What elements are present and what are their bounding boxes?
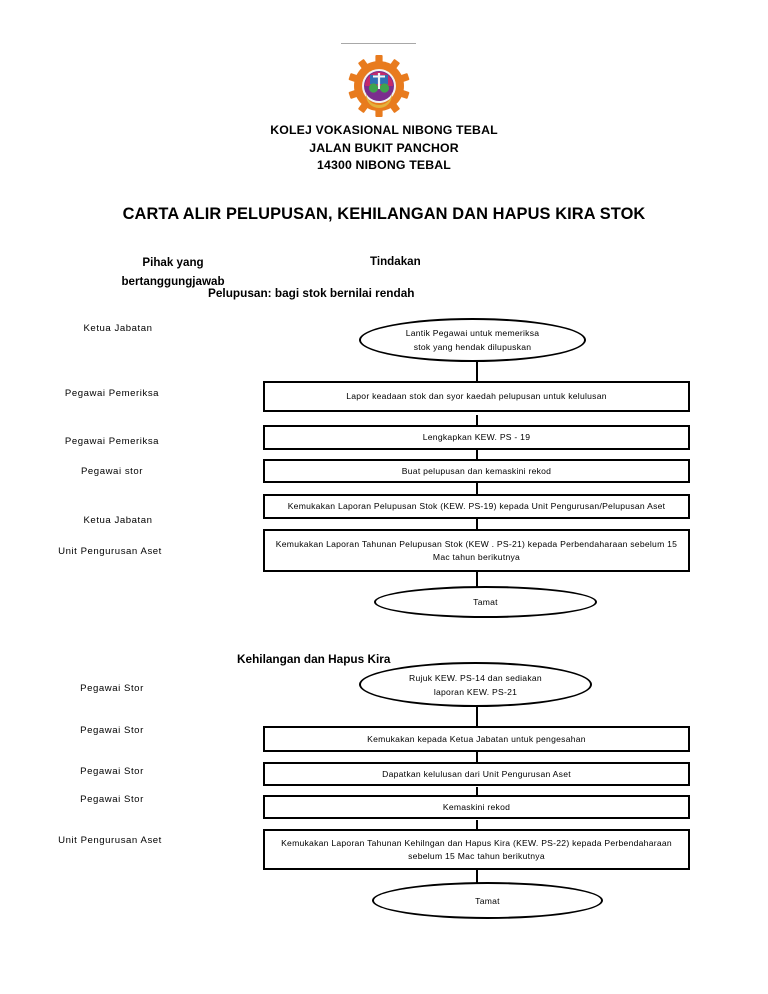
connector-s2-4 <box>476 820 479 834</box>
role-label-s2-2: Pegawai Stor <box>80 766 144 777</box>
gear-emblem-logo-icon <box>340 55 418 117</box>
flow-text-line2: stok yang hendak dilupuskan <box>413 342 532 352</box>
flow-step-s1-4: Kemukakan Laporan Pelupusan Stok (KEW. P… <box>263 494 690 519</box>
flow-step-s1-5: Kemukakan Laporan Tahunan Pelupusan Stok… <box>263 529 690 572</box>
role-label-s1-1: Pegawai Pemeriksa <box>64 388 160 399</box>
org-name: KOLEJ VOKASIONAL NIBONG TEBAL <box>270 123 498 137</box>
connector-s1-4 <box>476 481 479 496</box>
flow-text-line1: Kemukakan Laporan Tahunan Kehilngan dan … <box>281 838 672 848</box>
organization-header: KOLEJ VOKASIONAL NIBONG TEBAL JALAN BUKI… <box>0 122 768 175</box>
flow-start-s1: Lantik Pegawai untuk memeriksa stok yang… <box>359 318 586 362</box>
flow-text: Tamat <box>475 895 500 906</box>
role-label-s1-2: Pegawai Pemeriksa <box>64 436 160 447</box>
section-label-kehilangan: Kehilangan dan Hapus Kira <box>237 652 391 666</box>
role-label-s2-4: Unit Pengurusan Aset <box>58 835 162 846</box>
flow-step-s2-1: Kemukakan kepada Ketua Jabatan untuk pen… <box>263 726 690 752</box>
column-heading-action: Tindakan <box>370 255 421 268</box>
connector-s2-1 <box>476 705 479 727</box>
connector-s2-2 <box>476 752 479 767</box>
flow-text: Lapor keadaan stok dan syor kaedah pelup… <box>346 391 607 402</box>
flow-text-line1: Kemukakan Laporan Tahunan Pelupusan Stok… <box>275 539 678 549</box>
flow-text: Kemukakan kepada Ketua Jabatan untuk pen… <box>367 733 586 744</box>
flow-text: Buat pelupusan dan kemaskini rekod <box>401 465 552 476</box>
role-label-s2-3: Pegawai Stor <box>80 794 144 805</box>
role-label-s1-3: Pegawai stor <box>80 466 144 477</box>
connector-s1-5 <box>476 516 479 531</box>
connector-s2-5 <box>476 868 479 886</box>
connector-s1-1 <box>476 360 479 385</box>
flow-text-line1: Rujuk KEW. PS-14 dan sediakan <box>409 672 542 683</box>
role-label-s1-4: Ketua Jabatan <box>83 515 153 526</box>
role-label-s2-0: Pegawai Stor <box>80 683 144 694</box>
column-heading-line1: Pihak yang <box>142 256 204 269</box>
org-address: JALAN BUKIT PANCHOR <box>309 140 459 155</box>
flow-text: Dapatkan kelulusan dari Unit Pengurusan … <box>382 768 571 779</box>
header-divider-rule <box>341 43 416 44</box>
flow-end-s1: Tamat <box>374 586 597 618</box>
flow-step-s2-2: Dapatkan kelulusan dari Unit Pengurusan … <box>263 762 690 786</box>
role-label-s1-5: Unit Pengurusan Aset <box>58 546 162 557</box>
flow-text: Tamat <box>473 597 498 607</box>
role-label-s2-1: Pegawai Stor <box>80 725 144 736</box>
flow-step-s1-2: Lengkapkan KEW. PS - 19 <box>263 425 690 450</box>
flow-text: Lengkapkan KEW. PS - 19 <box>422 432 531 443</box>
flow-text: Kemaskini rekod <box>442 801 511 812</box>
flow-step-s1-3: Buat pelupusan dan kemaskini rekod <box>263 459 690 483</box>
connector-s1-2 <box>476 415 479 430</box>
flow-end-s2: Tamat <box>372 882 603 919</box>
role-label-s1-0: Ketua Jabatan <box>83 323 153 334</box>
flow-step-s1-1: Lapor keadaan stok dan syor kaedah pelup… <box>263 381 690 412</box>
page-title: CARTA ALIR PELUPUSAN, KEHILANGAN DAN HAP… <box>122 205 646 223</box>
flow-step-s2-3: Kemaskini rekod <box>263 795 690 819</box>
org-postcode: 14300 NIBONG TEBAL <box>317 158 451 172</box>
column-heading-line2: bertanggungjawab <box>121 275 225 288</box>
flow-text-line1: Lantik Pegawai untuk memeriksa <box>405 328 540 338</box>
column-heading-responsible-party: Pihak yang bertanggungjawab <box>78 253 268 291</box>
connector-s1-6 <box>476 570 479 592</box>
flow-text-line2: laporan KEW. PS-21 <box>433 686 518 697</box>
connector-s2-3 <box>476 787 479 800</box>
connector-s1-3 <box>476 450 479 462</box>
section-label-pelupusan: Pelupusan: bagi stok bernilai rendah <box>208 286 415 300</box>
flow-step-s2-4: Kemukakan Laporan Tahunan Kehilngan dan … <box>263 829 690 870</box>
flow-text: Kemukakan Laporan Pelupusan Stok (KEW. P… <box>287 501 666 512</box>
flow-start-s2: Rujuk KEW. PS-14 dan sediakan laporan KE… <box>359 662 592 707</box>
flow-text-line2: Mac tahun berikutnya <box>432 551 521 562</box>
flow-text-line2: sebelum 15 Mac tahun berikutnya <box>408 850 545 861</box>
